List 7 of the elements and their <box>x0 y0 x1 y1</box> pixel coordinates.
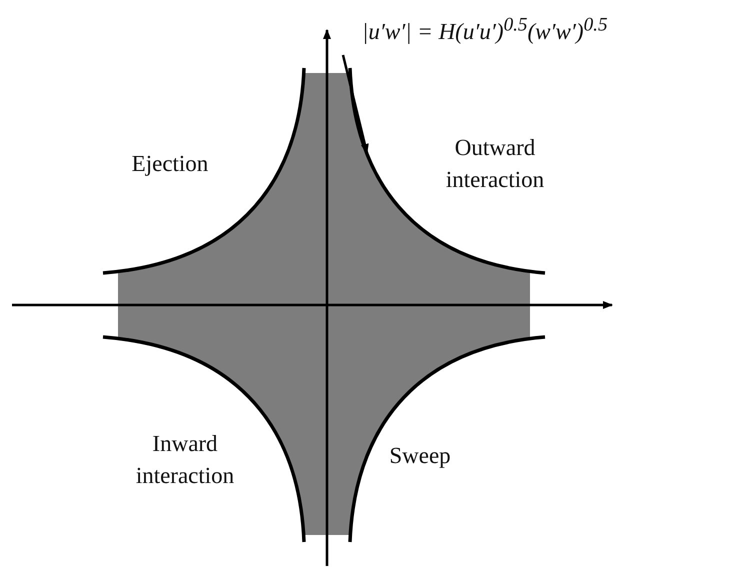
shaded-hole-region <box>102 68 546 542</box>
quadrant-label: Ejection <box>130 150 210 178</box>
quadrant-label: Inward interaction <box>134 430 236 490</box>
leader-arrow <box>342 54 369 154</box>
quadrant-label: Outward interaction <box>444 134 546 194</box>
formula: |u′w′| = H(u′u′)$^{0.5}$(w′w′)$^{0.5}$ <box>362 14 608 45</box>
quadrant-label: Sweep <box>388 442 452 470</box>
